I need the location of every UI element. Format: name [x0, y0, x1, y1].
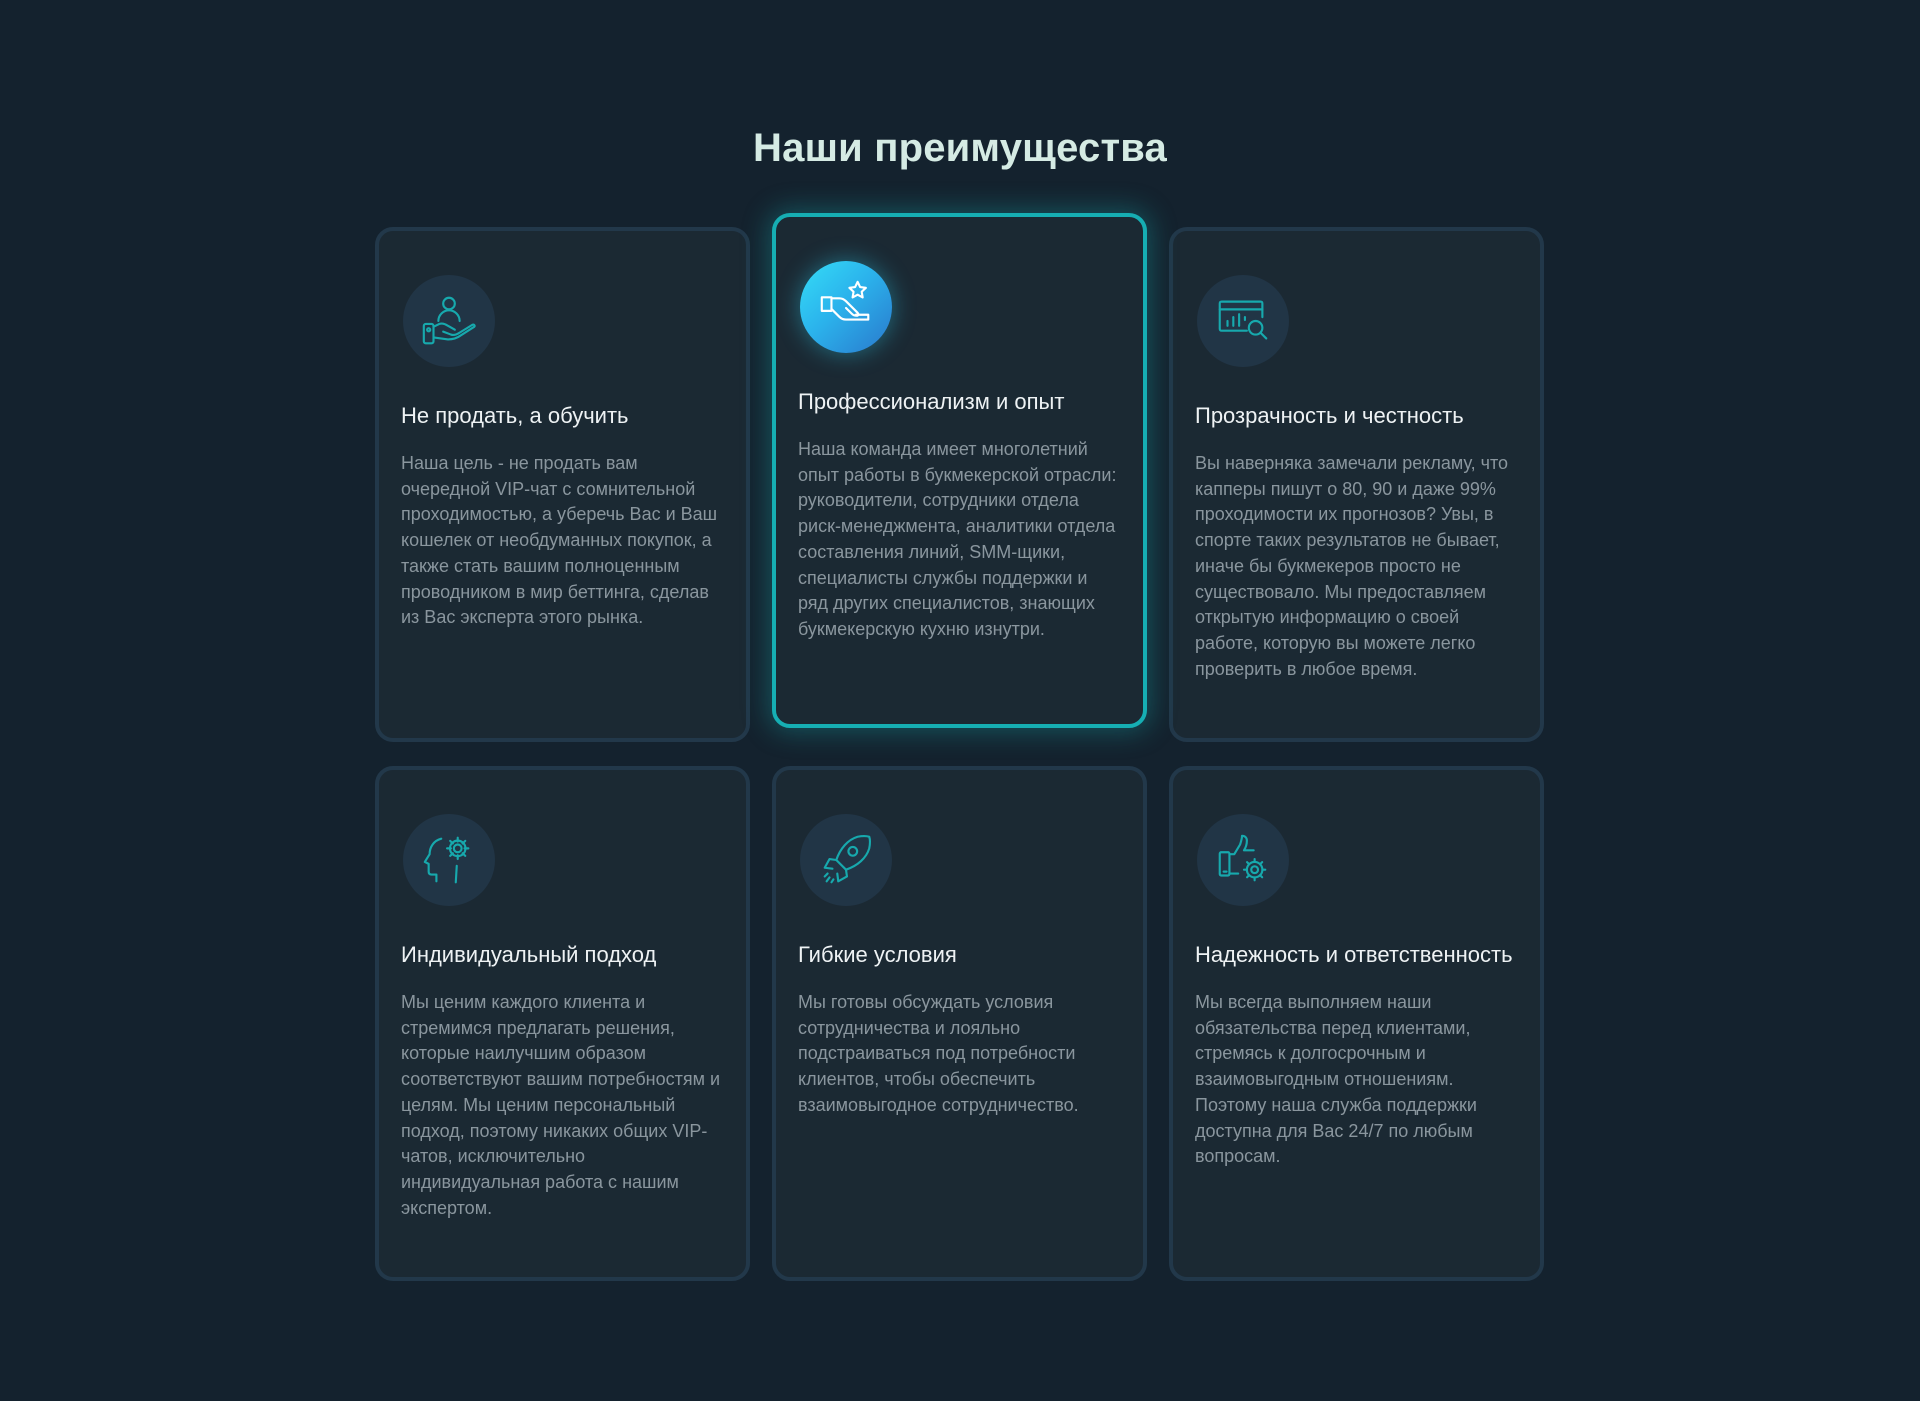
advantage-card-reliability[interactable]: Надежность и ответственность Мы всегда в…: [1169, 766, 1544, 1281]
icon-circle: [800, 261, 892, 353]
card-title: Не продать, а обучить: [401, 403, 629, 428]
card-title: Профессионализм и опыт: [798, 389, 1065, 414]
icon-circle: [403, 275, 495, 367]
hand-star-icon: [820, 280, 870, 321]
card-title: Прозрачность и честность: [1195, 403, 1464, 428]
card-text: Наша цель - не продать вам очередной VIP…: [401, 453, 718, 628]
advantage-card-transparency[interactable]: Прозрачность и честность Вы наверняка за…: [1169, 227, 1544, 742]
rocket-icon: [823, 834, 872, 884]
icon-circle: [403, 814, 495, 906]
card-text: Мы ценим каждого клиента и стремимся пре…: [401, 992, 720, 1218]
hand-holding-person-icon: [422, 296, 476, 345]
card-text: Наша команда имеет многолетний опыт рабо…: [798, 439, 1117, 639]
advantage-card-professionalism[interactable]: Профессионализм и опыт Наша команда имее…: [772, 213, 1147, 728]
head-gear-icon: [423, 836, 470, 884]
section-title: Наши преимущества: [753, 126, 1167, 170]
icon-circle: [1197, 275, 1289, 367]
icon-circle: [1197, 814, 1289, 906]
card-title: Индивидуальный подход: [401, 942, 657, 967]
advantage-card-teach[interactable]: Не продать, а обучить Наша цель - не про…: [375, 227, 750, 742]
card-text: Мы всегда выполняем наши обязательства п…: [1195, 992, 1477, 1167]
card-text: Вы наверняка замечали рекламу, что каппе…: [1195, 453, 1509, 679]
chart-magnifier-icon: [1218, 300, 1268, 340]
card-text: Мы готовы обсуждать условия сотрудничест…: [798, 992, 1079, 1115]
card-title: Гибкие условия: [798, 942, 957, 967]
advantage-card-individual[interactable]: Индивидуальный подход Мы ценим каждого к…: [375, 766, 750, 1281]
advantages-grid: Не продать, а обучить Наша цель - не про…: [375, 213, 1545, 1281]
card-title: Надежность и ответственность: [1195, 942, 1513, 967]
icon-circle: [800, 814, 892, 906]
thumbs-up-gear-icon: [1218, 834, 1267, 882]
advantage-card-flexible[interactable]: Гибкие условия Мы готовы обсуждать услов…: [772, 766, 1147, 1281]
